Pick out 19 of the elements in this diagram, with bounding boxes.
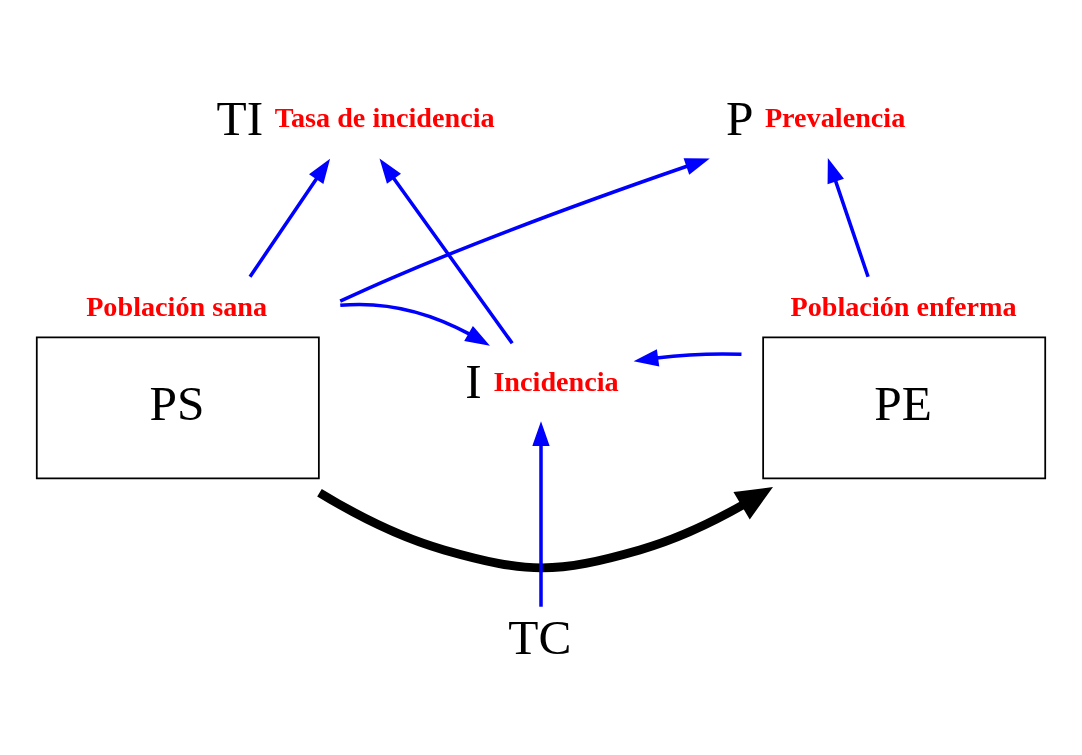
node-label: Población sana [86,290,268,322]
node-box: PE [762,336,1047,479]
arrow [633,348,742,366]
node-text: P [726,90,754,146]
node-label: Población enferma [790,290,1017,322]
arrow [340,302,490,346]
node-label: Tasa de incidencia [274,101,495,133]
arrow [339,157,710,303]
arrow [827,157,870,277]
arrow [532,420,550,607]
arrow [317,486,773,572]
node-label: Incidencia [493,365,619,397]
arrow [248,158,331,278]
arrow [379,158,514,344]
node-text: TI [216,90,264,146]
node-box: PS [35,336,320,479]
node-label: Prevalencia [764,101,906,133]
node-text: I [465,353,482,409]
node-text: TC [508,609,572,665]
